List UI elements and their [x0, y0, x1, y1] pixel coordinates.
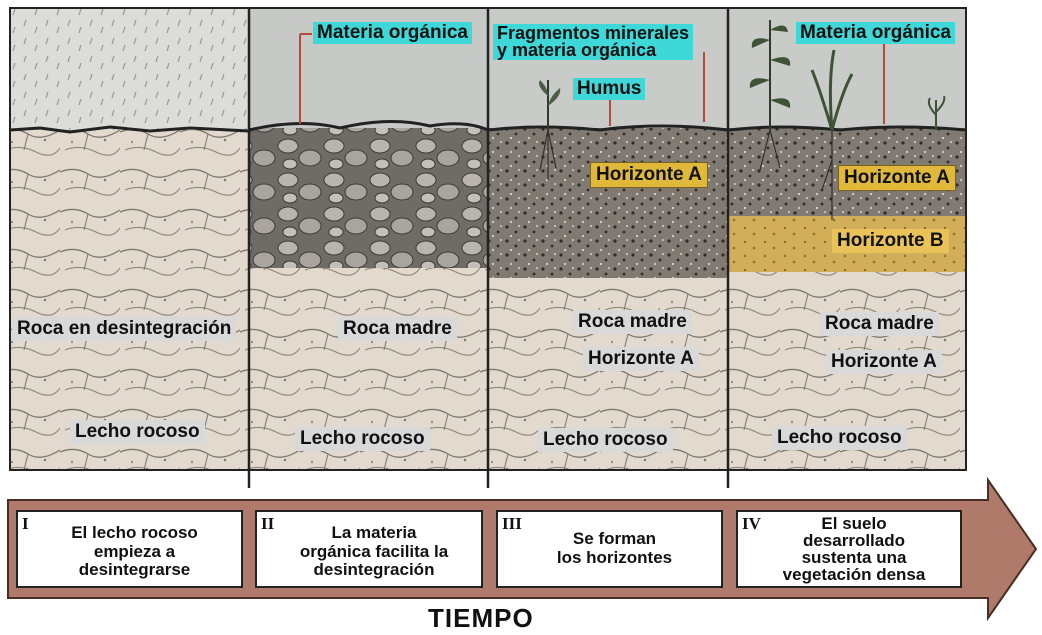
- panel-1: [10, 8, 249, 470]
- stage-1-box: I El lecho rocoso empieza a desintegrars…: [16, 510, 243, 588]
- stage-2-box: II La materia orgánica facilita la desin…: [255, 510, 483, 588]
- panel-2-label-parent-rock: Roca madre: [338, 317, 457, 341]
- panel-2: [249, 8, 488, 470]
- panel-3-horizon-a-soil: [489, 128, 728, 278]
- stage-4-box: IV El suelo desarrollado sustenta una ve…: [736, 510, 962, 588]
- panel-3-label-humus: Humus: [573, 78, 645, 100]
- stage-1-text: El lecho rocoso empieza a desintegrarse: [34, 524, 235, 580]
- stage-4-text: El suelo desarrollado sustenta una veget…: [754, 515, 954, 583]
- panel-3-label-horizon-a: Horizonte A: [590, 162, 708, 188]
- stage-2-text: La materia orgánica facilita la desinteg…: [273, 524, 475, 580]
- panel-2-cobble-layer: [249, 128, 488, 268]
- panel-1-rain-sky: [10, 8, 249, 130]
- panel-4-label-organic-matter: Materia orgánica: [796, 22, 955, 44]
- panel-3-label-horizon-a-lower: Horizonte A: [583, 347, 699, 371]
- panel-4-label-parent-rock: Roca madre: [820, 312, 939, 336]
- panel-3-label-bedrock: Lecho rocoso: [538, 428, 673, 452]
- panel-4-label-horizon-a: Horizonte A: [838, 165, 956, 191]
- time-axis-label: TIEMPO: [428, 603, 534, 634]
- panel-4-label-bedrock: Lecho rocoso: [772, 426, 907, 450]
- panel-1-bedrock: [10, 130, 249, 470]
- panel-2-label-organic-matter: Materia orgánica: [313, 22, 472, 44]
- panel-2-label-bedrock: Lecho rocoso: [295, 427, 430, 451]
- stage-1-number: I: [22, 514, 29, 534]
- panel-3-label-parent-rock: Roca madre: [573, 310, 692, 334]
- panel-1-label-disintegrating-rock: Roca en desintegración: [12, 317, 236, 341]
- stage-3-text: Se forman los horizontes: [514, 530, 715, 567]
- panel-4-label-horizon-b: Horizonte B: [832, 229, 949, 253]
- stage-3-box: III Se forman los horizontes: [496, 510, 723, 588]
- panel-1-label-bedrock: Lecho rocoso: [70, 420, 205, 444]
- panel-4-label-horizon-a-lower: Horizonte A: [826, 350, 942, 374]
- panel-3-label-mineral-fragments: Fragmentos minerales y materia orgánica: [493, 24, 693, 60]
